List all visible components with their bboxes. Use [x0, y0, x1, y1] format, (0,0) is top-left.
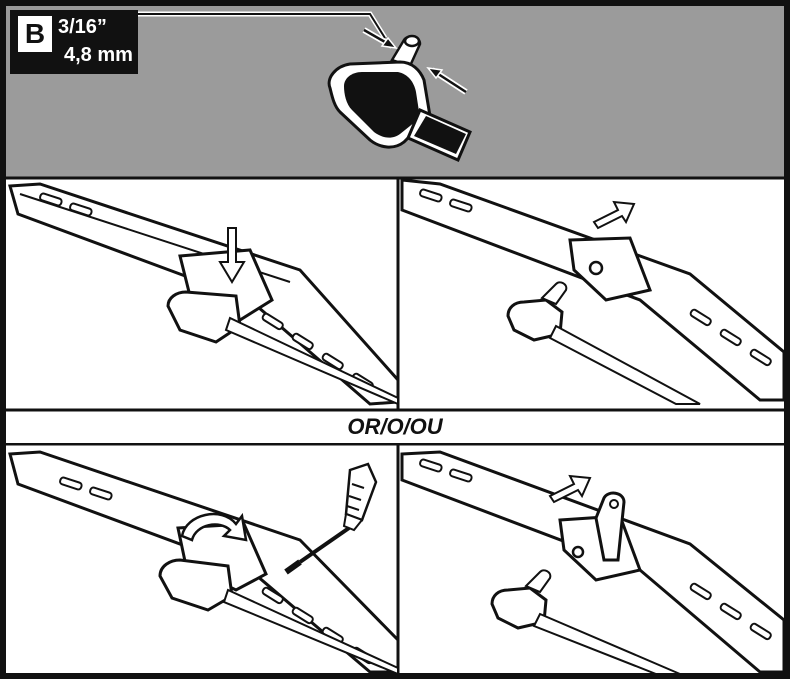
- rotation-arrow-icon: [180, 512, 248, 542]
- push-down-arrow-icon: [218, 227, 246, 284]
- or-separator-label: OR/O/OU: [347, 414, 443, 439]
- slide-arrow-icon: [548, 474, 592, 504]
- step-panel-screwdriver: [8, 450, 400, 676]
- size-metric-label: 4,8 mm: [64, 44, 133, 66]
- step-panel-open-clip: [400, 450, 786, 675]
- slide-arrow-icon: [592, 200, 636, 230]
- adapter-pin-detail: [327, 27, 472, 162]
- section-letter: B: [18, 16, 52, 52]
- step-panel-push-down: [8, 182, 400, 406]
- size-imperial-label: 3/16”: [58, 16, 107, 38]
- step-panel-slide: [400, 178, 786, 405]
- size-label-box: B 3/16” 4,8 mm: [10, 10, 138, 74]
- screwdriver-icon: [284, 462, 378, 575]
